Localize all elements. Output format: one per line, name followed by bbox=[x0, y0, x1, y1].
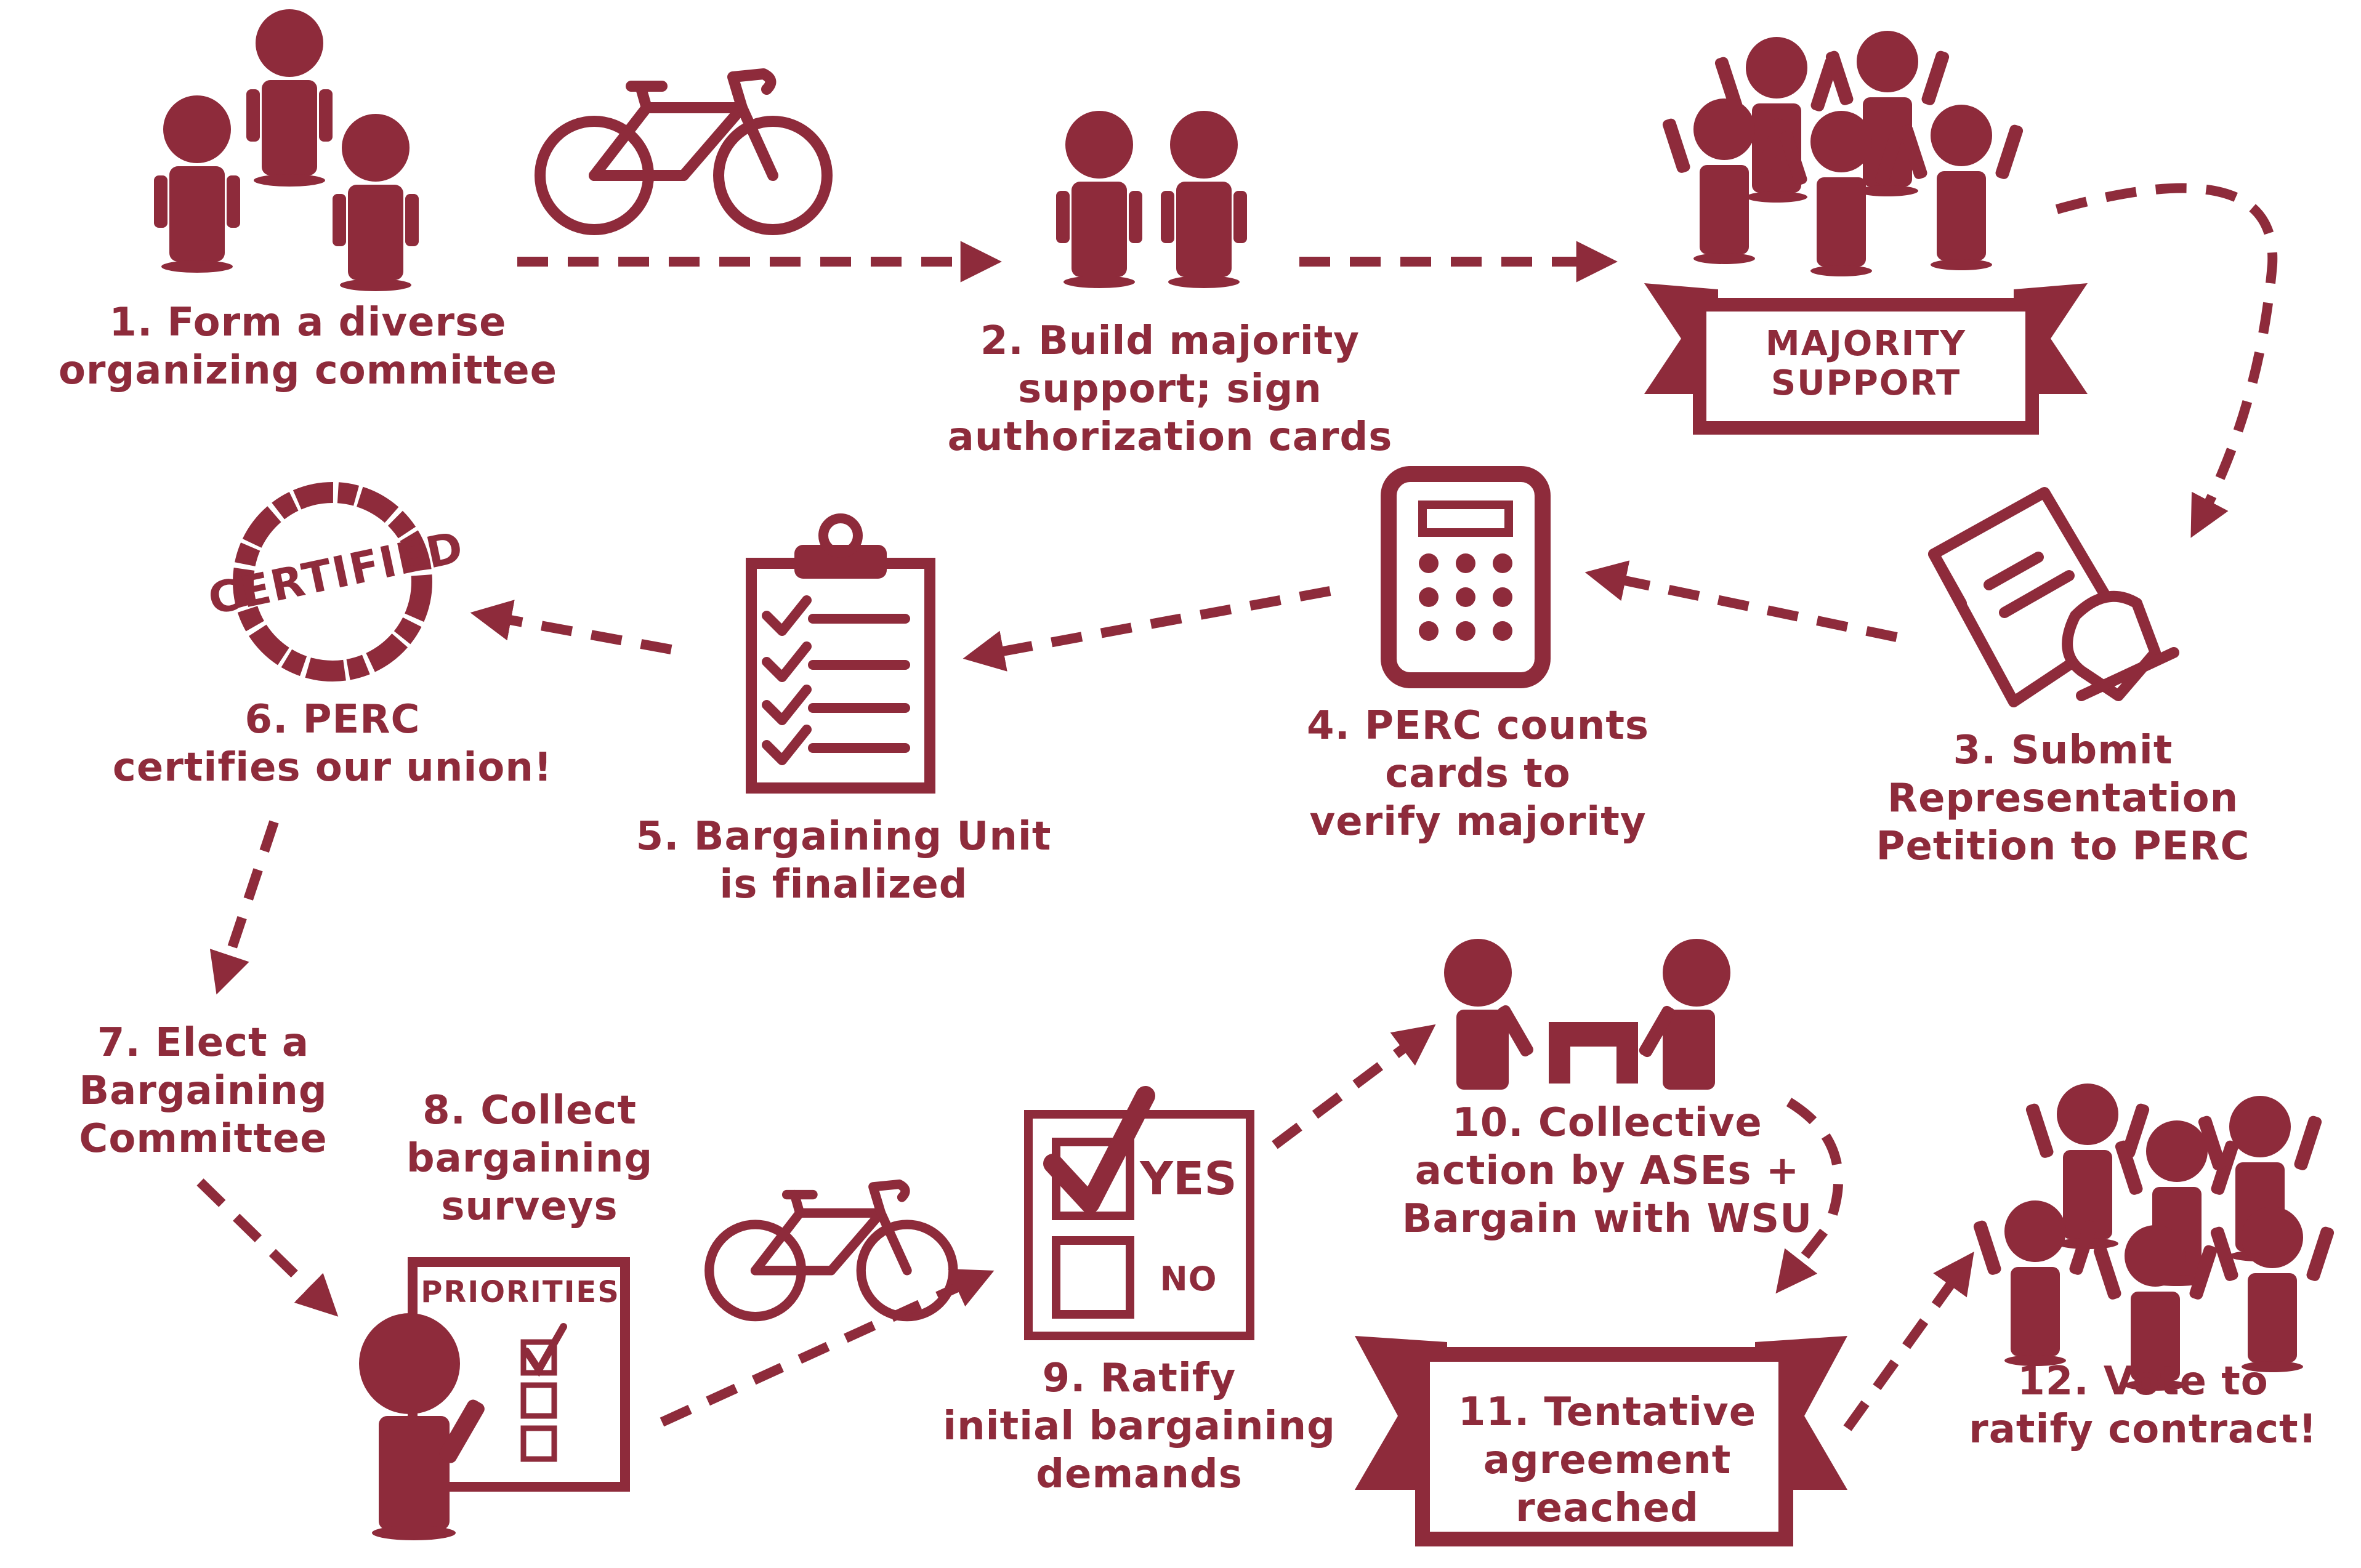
arrow-8-to-9 bbox=[660, 1269, 995, 1427]
ribbon-banner-icon bbox=[1355, 1336, 1847, 1546]
two-people-icon bbox=[1056, 111, 1247, 288]
priorities-board-title: PRIORITIES bbox=[421, 1275, 620, 1309]
arrow-majority-to-3 bbox=[2055, 183, 2278, 538]
person-board-icon bbox=[359, 1257, 630, 1540]
step-10-label: 10. Collective action by ASEs + Bargain … bbox=[1402, 1100, 1813, 1242]
step-2-label: 2. Build majority support; sign authoriz… bbox=[947, 318, 1393, 460]
ballot-yes-label: YES bbox=[1140, 1152, 1237, 1205]
arrow-5-to-6 bbox=[470, 600, 672, 654]
step-11-label: 11. Tentative agreement reached bbox=[1458, 1389, 1757, 1532]
arrow-6-to-7 bbox=[209, 820, 279, 995]
step-1-label: 1. Form a diverse organizing committee bbox=[58, 300, 558, 394]
arrow-9-to-10 bbox=[1272, 1024, 1436, 1149]
negotiation-table-icon bbox=[1444, 939, 1730, 1090]
certified-stamp-icon bbox=[233, 482, 432, 681]
step-7-label: 7. Elect a Bargaining Committee bbox=[79, 1020, 328, 1162]
step-12-label: 12. Vote to ratify contract! bbox=[1969, 1359, 2317, 1453]
arrow-7-to-8 bbox=[196, 1178, 339, 1317]
cheering-crowd-icon bbox=[1661, 31, 2025, 276]
bicycle-icon bbox=[709, 1184, 953, 1317]
ballot-icon bbox=[1024, 1086, 1254, 1340]
step-3-label: 3. Submit Representation Petition to PER… bbox=[1876, 728, 2250, 870]
ballot-no-label: NO bbox=[1160, 1260, 1217, 1298]
calculator-icon bbox=[1381, 466, 1551, 688]
bicycle-icon bbox=[540, 74, 827, 230]
step-8-label: 8. Collect bargaining surveys bbox=[406, 1088, 653, 1230]
arrow-3-to-4 bbox=[1584, 560, 1898, 642]
arrow-10-to-11 bbox=[1775, 1098, 1844, 1294]
majority-support-banner-text: MAJORITY SUPPORT bbox=[1765, 324, 1967, 404]
cheering-crowd-icon bbox=[1972, 1084, 2336, 1391]
step-9-label: 9. Ratify initial bargaining demands bbox=[943, 1356, 1336, 1498]
step-4-label: 4. PERC counts cards to verify majority bbox=[1307, 703, 1649, 845]
ribbon-banner-icon bbox=[1644, 283, 2088, 435]
clipboard-checklist-icon bbox=[746, 513, 935, 794]
arrow-11-to-12 bbox=[1843, 1252, 1974, 1431]
arrow-4-to-5 bbox=[963, 586, 1331, 672]
people-group-icon bbox=[154, 9, 419, 291]
flow-arrows bbox=[196, 183, 2278, 1431]
step-5-label: 5. Bargaining Unit is finalized bbox=[636, 814, 1052, 908]
step-6-label: 6. PERC certifies our union! bbox=[112, 697, 553, 791]
hand-document-icon bbox=[1928, 487, 2179, 707]
